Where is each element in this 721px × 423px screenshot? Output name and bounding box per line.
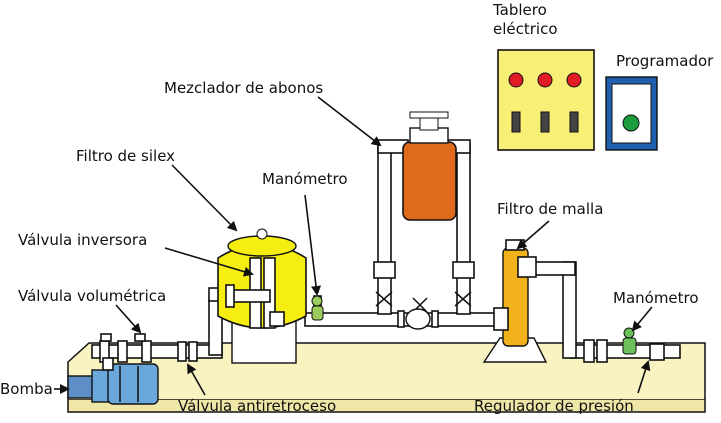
arrow-filtro-silex [171,164,238,232]
mesh-filter [482,239,548,363]
label-manometro-2: Manómetro [613,289,699,307]
arrow-valvula-antiretroceso [187,363,206,396]
label-manometro-1: Manómetro [262,170,348,188]
arrow-valvula-volumetrica [115,304,142,334]
label-filtro-malla: Filtro de malla [497,200,604,218]
arrow-regulador-presion [637,360,651,394]
arrow-filtro-malla [516,220,550,250]
pressure-gauge-1 [311,295,324,321]
electrical-panel [497,49,595,151]
inline-valve [405,308,431,330]
label-programador: Programador [616,52,714,70]
label-mezclador: Mezclador de abonos [164,79,324,97]
main-pipe-left [91,344,223,359]
label-valvula-inversora: Válvula inversora [18,231,148,249]
label-valvula-antiretroceso: Válvula antiretroceso [178,397,337,415]
pressure-gauge-2 [622,327,637,355]
arrow-manometro-2 [631,306,653,332]
label-tablero-line2: eléctrico [493,20,558,38]
label-valvula-volumetrica: Válvula volumétrica [18,287,167,305]
arrow-manometro-1 [304,194,322,296]
arrow-mezclador [317,96,382,147]
label-tablero-line1: Tablero [493,1,547,19]
arrow-valvula-inversora [164,247,254,277]
label-bomba: Bomba [0,380,53,398]
silex-filter [217,228,307,364]
fertilizer-mixer [373,111,475,315]
programmer-device [605,76,658,151]
pump [67,357,159,405]
label-regulador-presion: Regulador de presión [474,397,634,415]
label-filtro-silex: Filtro de silex [76,147,176,165]
